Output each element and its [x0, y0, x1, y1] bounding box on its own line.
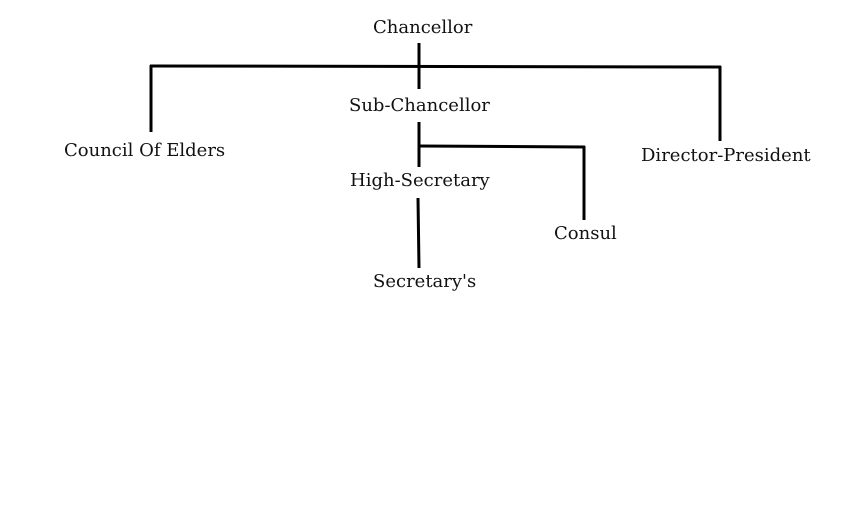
connector-high-secretary-trunk [416, 197, 421, 269]
node-secretarys: Secretary's [373, 271, 477, 292]
node-director-president: Director-President [641, 145, 811, 166]
node-sub-chancellor: Sub-Chancellor [349, 95, 490, 116]
node-chancellor: Chancellor [373, 17, 473, 38]
connector-main-bar [149, 64, 722, 69]
node-consul: Consul [554, 223, 617, 244]
node-high-secretary: High-Secretary [350, 170, 490, 191]
connector-consul-bar [418, 144, 586, 149]
node-council-of-elders: Council Of Elders [64, 140, 226, 161]
